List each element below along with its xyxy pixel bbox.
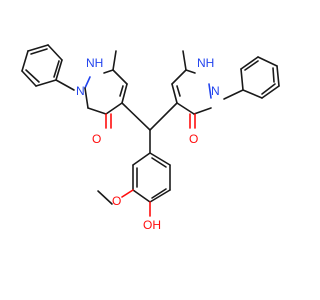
bond <box>242 89 263 99</box>
o-right-label: O <box>189 132 198 146</box>
n-right-label: N <box>211 84 220 98</box>
bond <box>119 85 124 97</box>
bond <box>244 60 259 71</box>
bond <box>276 65 280 87</box>
molecule-diagram: NH N O NH N O O OH <box>21 44 280 232</box>
vanillyl-ring <box>97 152 171 217</box>
bond <box>182 50 187 71</box>
bond <box>171 83 178 104</box>
central-methine <box>121 102 178 154</box>
left-phenyl-ring <box>21 44 75 91</box>
bond <box>149 102 178 131</box>
bond <box>176 85 181 97</box>
bond <box>30 48 48 55</box>
bond <box>97 190 113 205</box>
bond <box>121 189 134 198</box>
bond <box>55 79 75 91</box>
bond <box>25 69 40 83</box>
bond <box>132 189 151 203</box>
bond <box>151 157 167 168</box>
bond <box>193 107 212 115</box>
bond <box>21 70 37 87</box>
bond <box>223 89 244 100</box>
bond <box>149 189 171 203</box>
bond <box>84 76 91 89</box>
right-phenyl-ring <box>223 56 280 100</box>
structure-canvas: NH N O NH N O O OH <box>21 44 280 232</box>
bond <box>208 83 212 99</box>
bond <box>55 59 63 81</box>
bond <box>261 83 276 95</box>
n-left-label: N <box>76 84 85 98</box>
oh-phenol-label: OH <box>143 218 161 232</box>
bond <box>272 67 275 83</box>
nh-left-label: NH <box>86 56 103 70</box>
bond <box>151 188 167 199</box>
bond <box>185 69 196 74</box>
bond <box>84 87 89 109</box>
bond <box>171 69 187 85</box>
bond <box>87 107 107 115</box>
right-pyrazolone-ring <box>171 50 212 129</box>
bond <box>112 69 128 85</box>
o-methoxy-label: O <box>112 194 121 208</box>
bond <box>257 56 278 67</box>
bond <box>53 60 60 78</box>
bond <box>132 152 151 166</box>
o-left-label: O <box>92 132 101 146</box>
atom-labels: NH N O NH N O O OH <box>76 56 220 232</box>
bond <box>176 102 195 115</box>
bond <box>240 68 244 91</box>
bond <box>149 152 171 166</box>
bond <box>112 50 117 71</box>
nh-right-label: NH <box>197 56 214 70</box>
bond <box>121 102 151 131</box>
bond <box>121 83 128 104</box>
bond <box>105 102 123 115</box>
bond <box>35 79 57 87</box>
bond <box>47 44 63 61</box>
bond <box>27 44 49 52</box>
left-pyrazolone-ring <box>84 50 128 129</box>
bond <box>240 56 259 70</box>
bond <box>21 50 29 72</box>
bond <box>103 69 114 74</box>
bond <box>261 85 280 99</box>
